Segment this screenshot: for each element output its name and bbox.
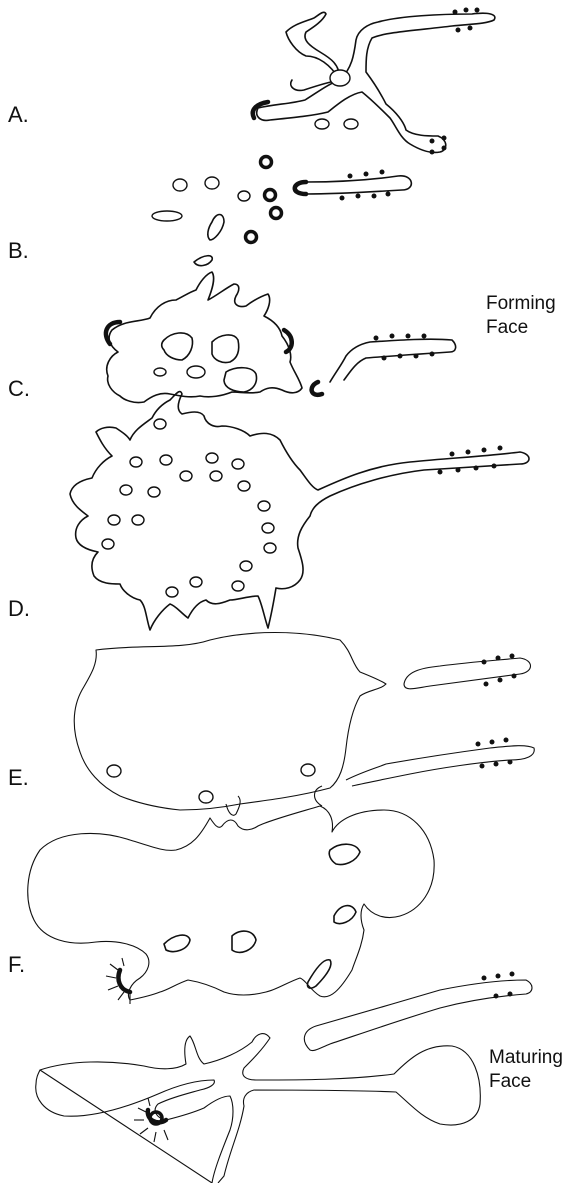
- stage-e-cisterna: [74, 633, 534, 811]
- label-stage-f: F.: [8, 954, 25, 976]
- label-stage-b: B.: [8, 240, 29, 262]
- label-stage-c: C.: [8, 378, 30, 400]
- stage-f-cisterna: [28, 786, 434, 1004]
- stage-a-cisterna: [253, 8, 495, 155]
- label-stage-e: E.: [8, 767, 29, 789]
- forming-face-line1: Forming: [486, 292, 556, 316]
- maturing-face-line1: Maturing: [489, 1046, 563, 1070]
- forming-face-label: Forming Face: [486, 292, 556, 340]
- stage-d-fenestrated-cisterna: [70, 392, 529, 630]
- stage-c-fusing-cisterna: [106, 272, 456, 403]
- maturing-face-line2: Face: [489, 1070, 563, 1094]
- stage-f-maturing-cisterna: [36, 972, 532, 1184]
- forming-face-line2: Face: [486, 316, 556, 340]
- label-stage-a: A.: [8, 104, 29, 126]
- maturing-face-label: Maturing Face: [489, 1046, 563, 1094]
- stage-b-vesicles: [152, 157, 411, 266]
- label-stage-d: D.: [8, 598, 30, 620]
